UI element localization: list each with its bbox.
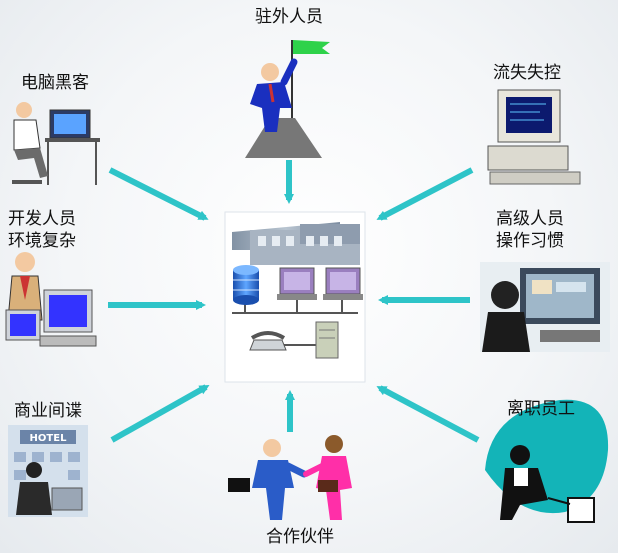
- label-developer-line1: 开发人员: [8, 209, 76, 229]
- label-loss-of-control: 流失失控: [493, 63, 561, 83]
- arrow-top-right: [376, 167, 474, 221]
- hotel-spy-icon: [8, 425, 88, 517]
- arrow-top-left: [108, 167, 209, 221]
- label-senior-staff-line2: 操作习惯: [496, 231, 564, 251]
- label-partners: 合作伙伴: [266, 527, 334, 547]
- workstation-icon: [277, 267, 317, 300]
- departing-employee-icon: [485, 399, 609, 523]
- label-developer: 开发人员 环境复杂: [8, 208, 76, 252]
- field-staff-icon: [245, 40, 330, 158]
- workstation-icon-2: [323, 267, 363, 300]
- label-departing-employee: 离职员工: [507, 399, 575, 419]
- database-icon: [233, 265, 259, 305]
- central-office-building: [224, 211, 366, 383]
- label-senior-staff: 高级人员 操作习惯: [496, 208, 564, 252]
- arrows: [108, 160, 480, 443]
- senior-staff-photo: [480, 262, 610, 352]
- telephone-icon: [249, 331, 287, 351]
- label-developer-line2: 环境复杂: [8, 231, 76, 251]
- desktop-computer-icon: [487, 89, 581, 185]
- label-senior-staff-line1: 高级人员: [496, 209, 564, 229]
- label-commercial-spy: 商业间谍: [14, 401, 82, 421]
- fax-machine-icon: [315, 321, 339, 359]
- developer-icon: [5, 252, 97, 347]
- arrow-bottom-left: [110, 384, 210, 443]
- hotel-sign: HOTEL: [30, 433, 68, 444]
- label-field-staff: 驻外人员: [255, 7, 323, 27]
- hacker-icon: [12, 102, 100, 185]
- arrow-bottom-right: [376, 385, 480, 443]
- label-hacker: 电脑黑客: [21, 73, 89, 93]
- business-partners-icon: [228, 435, 352, 520]
